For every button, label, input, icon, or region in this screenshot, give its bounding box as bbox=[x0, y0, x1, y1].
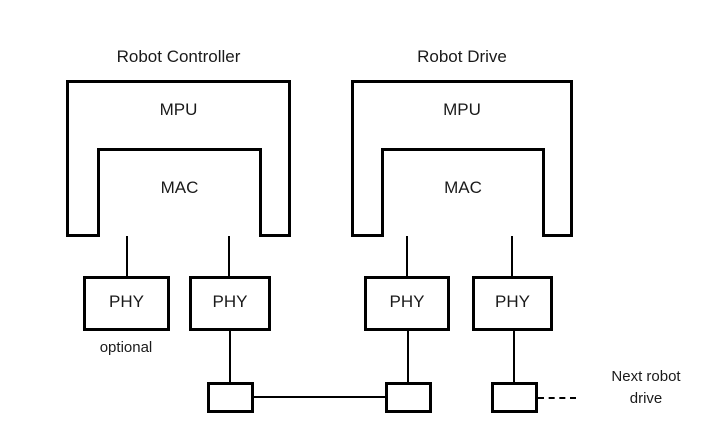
left-phy1-drop-line bbox=[126, 236, 128, 276]
connector-bus-line bbox=[253, 396, 386, 398]
left-phy2-drop-line bbox=[228, 236, 230, 276]
next-drive-dashed-line bbox=[538, 397, 576, 399]
optional-label: optional bbox=[99, 339, 153, 356]
right-mpu-label: MPU bbox=[443, 100, 481, 119]
right-phy-box-1 bbox=[364, 276, 450, 331]
phy2-to-connector1-line bbox=[229, 331, 231, 382]
left-phy-label-2: PHY bbox=[212, 292, 248, 311]
left-phy-box-1 bbox=[83, 276, 170, 331]
left-mac-label: MAC bbox=[160, 178, 199, 197]
right-mac-box bbox=[381, 148, 545, 237]
connector-box-1 bbox=[207, 382, 254, 413]
right-phy-label-2: PHY bbox=[495, 292, 530, 311]
right-mac-label: MAC bbox=[444, 178, 482, 197]
left-mac-box bbox=[97, 148, 262, 237]
left-phy-box-2 bbox=[189, 276, 271, 331]
phy4-to-connector3-line bbox=[513, 331, 515, 382]
next-drive-label-line1: Next robot bbox=[611, 368, 681, 385]
connector-box-3 bbox=[491, 382, 538, 413]
right-module-title: Robot Drive bbox=[417, 47, 507, 66]
right-phy-box-2 bbox=[472, 276, 553, 331]
next-drive-label-line2: drive bbox=[629, 390, 663, 407]
left-module-title: Robot Controller bbox=[116, 47, 241, 66]
left-phy-label-1: PHY bbox=[109, 292, 144, 311]
right-phy1-drop-line bbox=[406, 236, 408, 276]
left-mpu-label: MPU bbox=[159, 100, 198, 119]
right-phy2-drop-line bbox=[511, 236, 513, 276]
right-phy-label-1: PHY bbox=[389, 292, 425, 311]
connector-box-2 bbox=[385, 382, 432, 413]
phy3-to-connector2-line bbox=[407, 331, 409, 382]
